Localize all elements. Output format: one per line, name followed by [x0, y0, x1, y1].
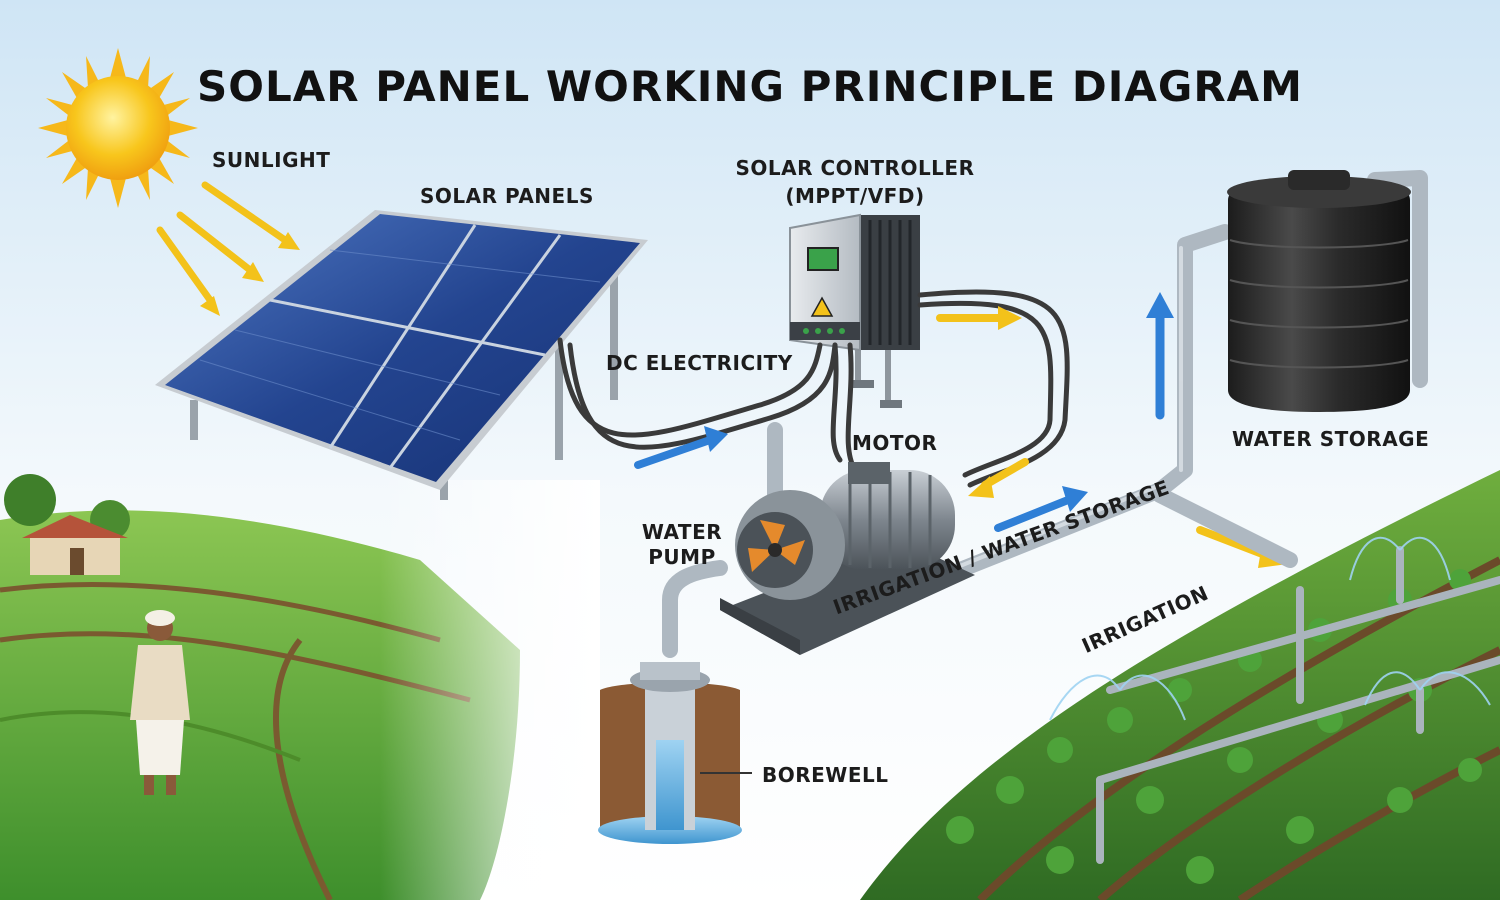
page-title: SOLAR PANEL WORKING PRINCIPLE DIAGRAM	[197, 62, 1303, 111]
motor-pump-assembly	[720, 462, 975, 655]
sun-icon	[38, 48, 198, 208]
arrow-to-motor-yellow-right	[936, 306, 1022, 330]
flow-arrows	[634, 292, 1288, 568]
solar-controller-unit	[789, 213, 920, 408]
water-pipes	[662, 170, 1428, 658]
label-water-storage: WATER STORAGE	[1232, 427, 1430, 451]
water-storage-tank	[1227, 170, 1411, 412]
label-pump-line1: WATER	[641, 520, 723, 544]
label-dc-electricity: DC ELECTRICITY	[606, 351, 793, 375]
arrow-up-to-tank	[1146, 292, 1174, 420]
borewell	[598, 662, 752, 844]
label-motor: MOTOR	[852, 431, 938, 455]
label-controller-line2: (MPPT/VFD)	[785, 184, 925, 208]
solar-panel-array	[155, 210, 648, 500]
label-borewell: BOREWELL	[762, 763, 889, 787]
label-controller-line1: SOLAR CONTROLLER	[735, 156, 975, 180]
label-solar-panels: SOLAR PANELS	[420, 184, 594, 208]
farmer-figure	[130, 610, 190, 795]
right-crop-field	[860, 470, 1500, 900]
label-sunlight: SUNLIGHT	[212, 148, 331, 172]
sunlight-rays	[156, 181, 300, 316]
arrow-flow-blue-right	[994, 486, 1088, 532]
dc-cables	[557, 289, 1070, 488]
arrow-to-motor-yellow-left	[968, 458, 1029, 498]
arrow-dc-blue	[634, 426, 728, 469]
left-farm-field	[0, 474, 600, 900]
label-pump-line2: PUMP	[648, 545, 716, 569]
